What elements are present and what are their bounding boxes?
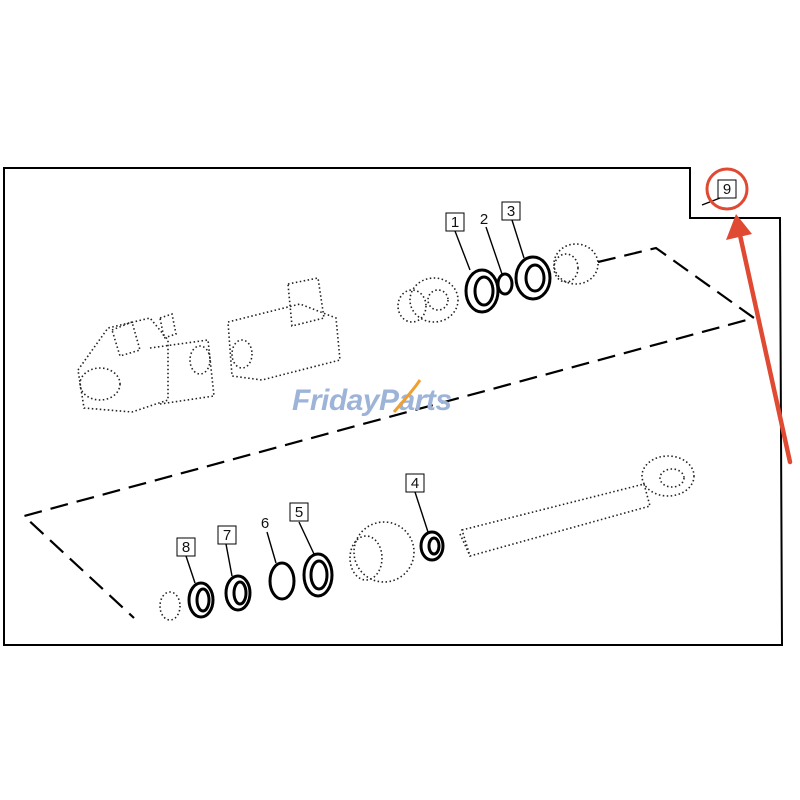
callout-6: 6 xyxy=(261,515,269,532)
o-ring-6 xyxy=(268,561,296,601)
seal-7 xyxy=(224,574,252,612)
highlight-arrow-shaft xyxy=(735,223,793,465)
callout-3-label: 3 xyxy=(507,203,515,220)
gland-dotted-left xyxy=(397,277,459,323)
end-nut-dotted xyxy=(159,591,181,621)
leader-lines xyxy=(185,197,721,584)
callout-5-label: 5 xyxy=(295,504,303,521)
watermark-accent-swoosh xyxy=(392,379,422,413)
seal-ring-1 xyxy=(464,268,500,314)
callout-1-label: 1 xyxy=(451,214,459,231)
callout-6-label: 6 xyxy=(261,515,269,532)
callout-8-label: 8 xyxy=(182,539,190,556)
diagram-frame xyxy=(3,167,784,646)
highlight-circle xyxy=(705,167,749,211)
cylinder-barrel-dotted xyxy=(77,277,341,413)
highlight-annotation xyxy=(705,167,793,465)
callout-7: 7 xyxy=(217,525,237,545)
watermark-text-left: Friday xyxy=(292,384,381,417)
highlight-arrow-head xyxy=(726,214,752,240)
seal-8 xyxy=(187,581,215,619)
callout-2: 2 xyxy=(480,211,488,228)
wear-ring-4 xyxy=(419,530,445,562)
end-cap-dotted xyxy=(553,243,599,285)
callout-3: 3 xyxy=(501,201,521,221)
o-ring-2 xyxy=(496,272,514,296)
callout-4-label: 4 xyxy=(411,475,419,492)
piston-dotted xyxy=(349,521,415,583)
callout-7-label: 7 xyxy=(223,527,231,544)
svg-text:FridayParts: FridayParts xyxy=(292,384,452,417)
callout-9: 9 xyxy=(717,179,737,199)
callout-9-label: 9 xyxy=(723,181,731,198)
seal-5 xyxy=(302,552,334,598)
callout-1: 1 xyxy=(445,212,465,232)
piston-rod-dotted xyxy=(459,455,695,557)
watermark-text-right: Parts xyxy=(379,384,452,417)
callout-5: 5 xyxy=(289,502,309,522)
callout-2-label: 2 xyxy=(480,211,488,228)
callout-4: 4 xyxy=(405,473,425,493)
exploded-view-outline xyxy=(21,246,757,619)
seal-ring-3 xyxy=(514,255,552,301)
callout-8: 8 xyxy=(176,537,196,557)
watermark-logo: FridayParts xyxy=(292,379,452,417)
